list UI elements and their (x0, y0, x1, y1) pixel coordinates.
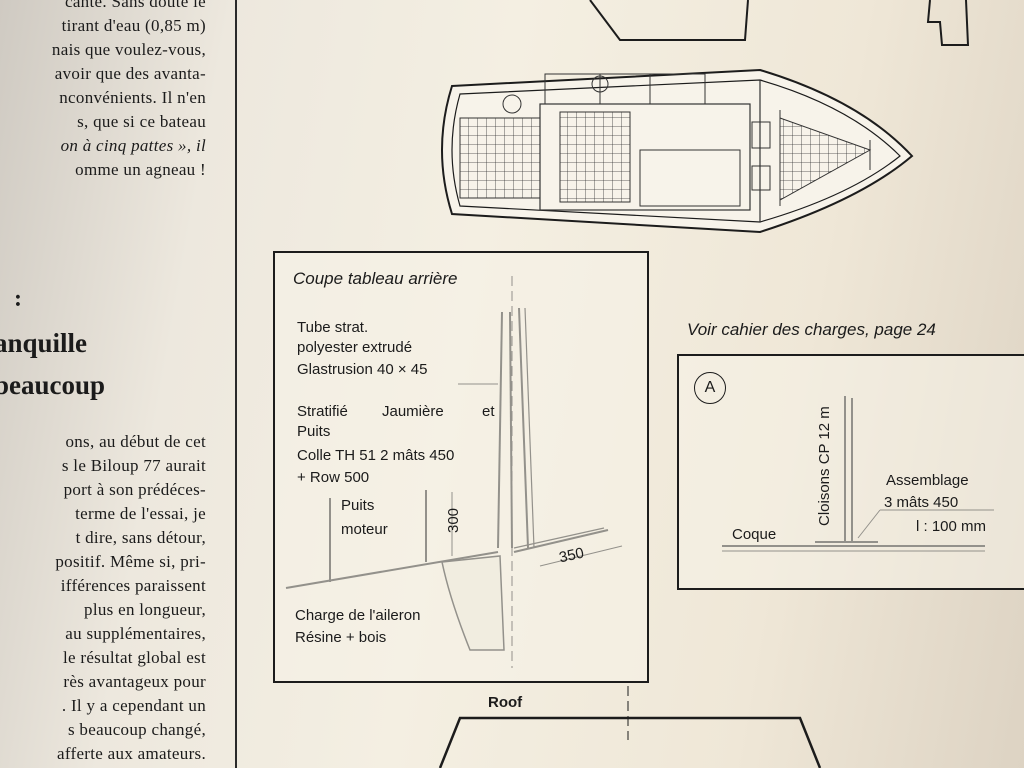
article-line: terme de l'essai, je (75, 504, 206, 523)
article-line: s beaucoup changé, (67, 720, 206, 739)
bulkhead-box: A Cloisons CP 12 m Assemblage 3 mâts 450… (677, 354, 1024, 590)
roof-label: Roof (488, 694, 523, 711)
article-line: plus en longueur, (84, 600, 206, 619)
column-divider (235, 0, 237, 768)
label-et: et (482, 403, 495, 420)
article-line: rès avantageux pour (63, 672, 206, 691)
article-line: s, que si ce bateau (77, 112, 206, 131)
label-tube-2: polyester extrudé (297, 339, 413, 356)
article-line: on à cinq pattes », il (60, 136, 206, 155)
section-heading-line: beaucoup (0, 370, 106, 400)
label-puits-moteur-1: Puits (341, 497, 375, 514)
label-scale: l : 100 mm (916, 518, 987, 535)
label-resine: Résine + bois (295, 629, 387, 646)
article-line: s le Biloup 77 aurait (61, 456, 206, 475)
section-title: Coupe tableau arrière (293, 269, 458, 288)
article-line: avoir que des avanta- (54, 64, 206, 83)
article-text-column: cante. Sans doute le tirant d'eau (0,85 … (0, 0, 232, 768)
article-line: t dire, sans détour, (75, 528, 206, 547)
article-line: port à son prédéces- (63, 480, 206, 499)
label-assemblage-1: Assemblage (886, 472, 969, 489)
hull-plan-view (441, 68, 914, 234)
label-assemblage-2: 3 mâts 450 (884, 494, 959, 511)
article-line: le résultat global est (62, 648, 206, 667)
partial-hull-elevation (589, 0, 749, 41)
label-tube-1: Tube strat. (297, 319, 369, 336)
label-cloisons: Cloisons CP 12 m (816, 406, 833, 526)
cahier-note: Voir cahier des charges, page 24 (687, 320, 936, 339)
article-line: au supplémentaires, (65, 624, 206, 643)
dimension-350: 350 (557, 544, 586, 567)
article-line: nconvénients. Il n'en (59, 88, 206, 107)
marker-a: A (694, 372, 726, 404)
article-line: nais que voulez-vous, (51, 40, 206, 59)
label-puits: Puits (297, 423, 331, 440)
label-row: + Row 500 (297, 469, 370, 486)
article-line: tirant d'eau (0,85 m) (61, 16, 206, 35)
roof-elevation (438, 716, 822, 768)
transom-section-box: Coupe tableau arrière Tube strat. polyes… (273, 251, 649, 683)
label-puits-moteur-2: moteur (341, 521, 388, 538)
article-line: positif. Même si, pri- (55, 552, 206, 571)
label-colle: Colle TH 51 2 mâts 450 (297, 447, 455, 464)
dimension-300: 300 (445, 507, 462, 533)
article-line: ifférences paraissent (60, 576, 206, 595)
article-line: cante. Sans doute le (64, 0, 206, 11)
label-tube-3: Glastrusion 40 × 45 (297, 361, 428, 378)
label-jaumiere: Jaumière (382, 403, 444, 420)
article-line: ons, au début de cet (65, 432, 206, 451)
partial-rudder-elevation (926, 0, 970, 46)
section-heading-line: anquille (0, 328, 88, 358)
article-line: . Il y a cependant un (61, 696, 206, 715)
label-coque: Coque (732, 526, 777, 543)
article-line: omme un agneau ! (75, 160, 206, 179)
label-charge: Charge de l'aileron (295, 607, 421, 624)
label-stratifie: Stratifié (297, 403, 348, 420)
section-colon: : (14, 286, 22, 312)
article-line: afferte aux amateurs. (57, 744, 206, 763)
